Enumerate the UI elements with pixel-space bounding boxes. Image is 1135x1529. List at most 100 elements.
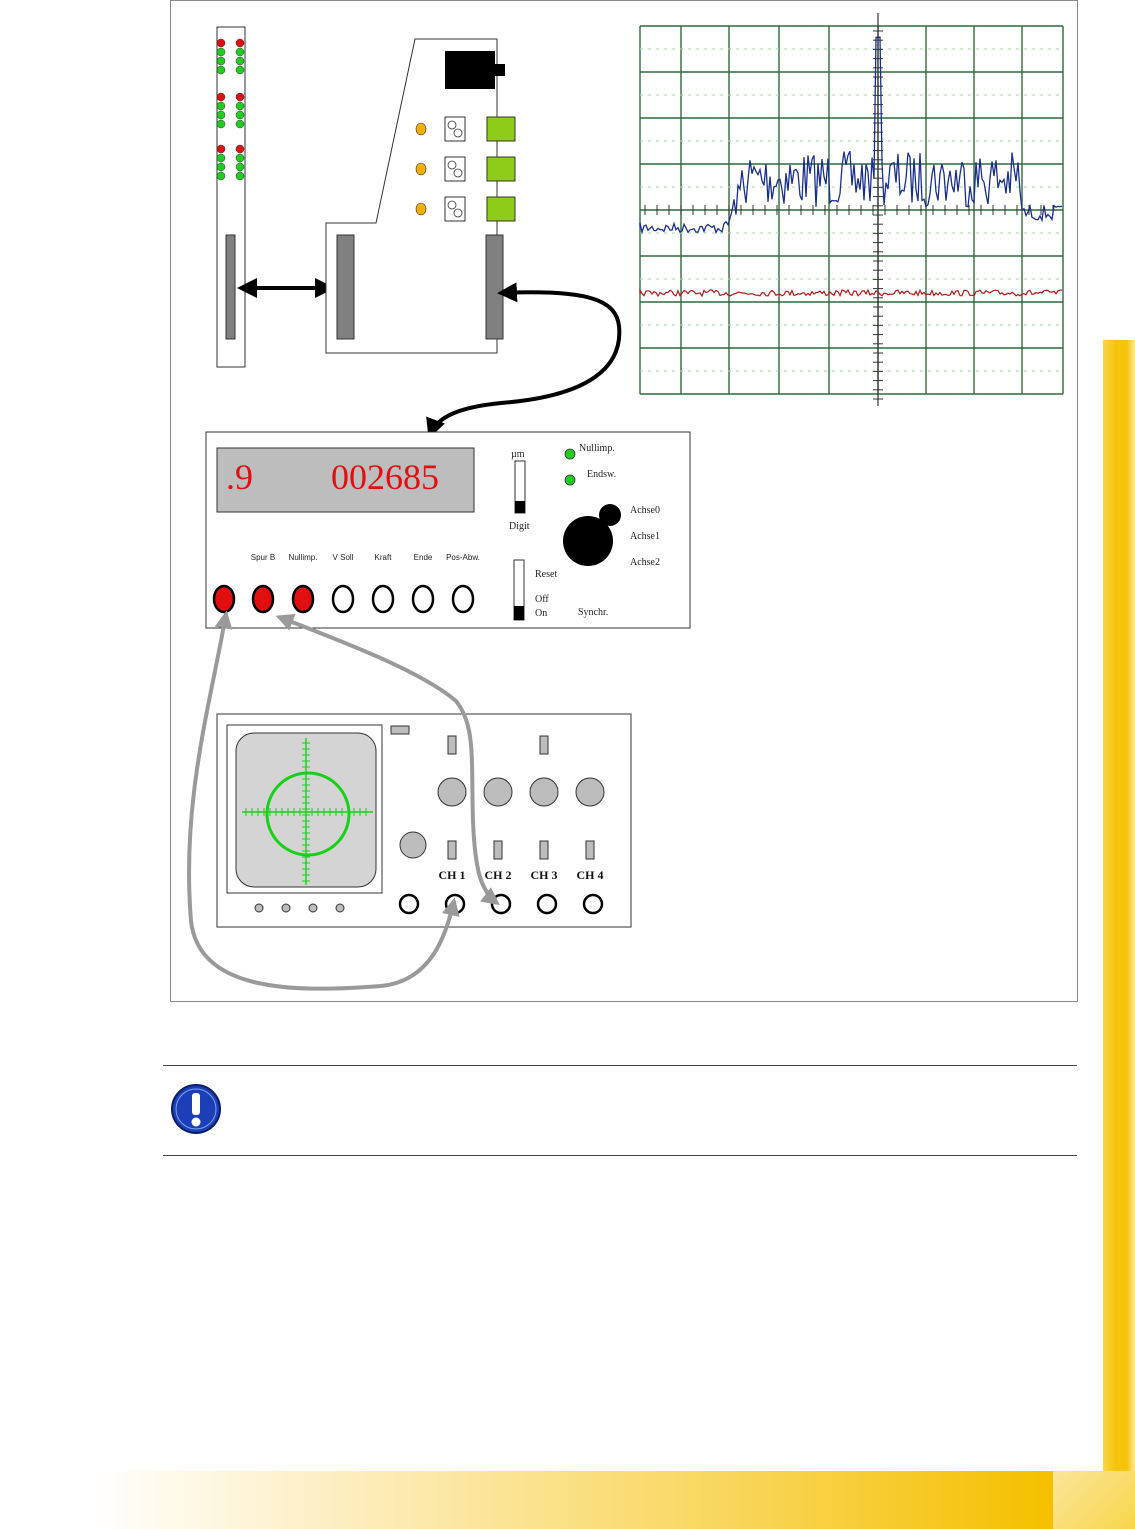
channel-coupling-switch[interactable] bbox=[494, 841, 502, 859]
off-label: Off bbox=[535, 594, 549, 605]
counter-socket[interactable] bbox=[453, 586, 473, 612]
socket-label: Ende bbox=[414, 553, 433, 562]
rack-led bbox=[217, 102, 225, 110]
page-corner-box bbox=[1053, 1471, 1135, 1529]
rack-led bbox=[236, 154, 244, 162]
card-amber-led bbox=[416, 123, 426, 135]
counter-unit: .9 002685 µm Digit Nullimp. Endsw. Achse… bbox=[206, 432, 690, 628]
screen-adjust-knob[interactable] bbox=[309, 904, 317, 912]
card-connector-left bbox=[337, 235, 354, 339]
scope-power-switch[interactable] bbox=[391, 726, 409, 734]
unit-um-label: µm bbox=[511, 449, 525, 460]
rack-led bbox=[217, 111, 225, 119]
unit-digit-label: Digit bbox=[509, 521, 530, 532]
socket-label: Kraft bbox=[375, 553, 393, 562]
rack-led bbox=[217, 145, 225, 153]
endsw-led-label: Endsw. bbox=[587, 469, 616, 480]
channel-input-socket[interactable] bbox=[584, 895, 602, 913]
channel-gain-knob[interactable] bbox=[484, 778, 512, 806]
counter-socket[interactable] bbox=[293, 586, 313, 612]
rack-led bbox=[217, 39, 225, 47]
channel-gain-knob[interactable] bbox=[438, 778, 466, 806]
on-label: On bbox=[535, 608, 547, 619]
screen-adjust-knob[interactable] bbox=[336, 904, 344, 912]
channel-gain-knob[interactable] bbox=[530, 778, 558, 806]
socket-label: Nullimp. bbox=[289, 553, 318, 562]
channel-coupling-switch[interactable] bbox=[586, 841, 594, 859]
rack-led bbox=[236, 39, 244, 47]
rack-led bbox=[217, 66, 225, 74]
axis2-label: Achse2 bbox=[630, 557, 660, 568]
rack-led bbox=[217, 163, 225, 171]
screen-adjust-knob[interactable] bbox=[282, 904, 290, 912]
rack-led bbox=[236, 57, 244, 65]
card-green-terminal bbox=[487, 197, 515, 221]
socket-label: V Soll bbox=[333, 553, 354, 562]
note-divider-top bbox=[163, 1065, 1077, 1066]
axis1-label: Achse1 bbox=[630, 531, 660, 542]
scope-slide-switch[interactable] bbox=[448, 736, 456, 754]
counter-socket[interactable] bbox=[413, 586, 433, 612]
counter-socket[interactable] bbox=[333, 586, 353, 612]
signal-trace-red bbox=[640, 290, 1062, 296]
channel-input-socket[interactable] bbox=[492, 895, 510, 913]
card-amber-led bbox=[416, 203, 426, 215]
card-amber-led bbox=[416, 163, 426, 175]
decorative-side-bar bbox=[1103, 340, 1135, 1475]
rack-led bbox=[236, 66, 244, 74]
channel-input-socket[interactable] bbox=[538, 895, 556, 913]
signal-plot bbox=[640, 13, 1063, 406]
rack-led bbox=[217, 154, 225, 162]
card-dip-switch[interactable] bbox=[445, 197, 465, 221]
signal-trace-blue bbox=[640, 37, 1062, 232]
wiring-diagram: .9 002685 µm Digit Nullimp. Endsw. Achse… bbox=[170, 0, 1078, 1002]
rack-led bbox=[236, 48, 244, 56]
counter-socket[interactable] bbox=[253, 586, 273, 612]
rack-led bbox=[217, 93, 225, 101]
socket-label: Pos-Abw. bbox=[446, 553, 480, 562]
card-green-terminal bbox=[487, 117, 515, 141]
channel-label: CH 3 bbox=[531, 868, 558, 882]
channel-input-socket[interactable] bbox=[400, 895, 418, 913]
dsub-connector bbox=[445, 51, 495, 89]
interface-card bbox=[326, 39, 515, 353]
card-dip-switch[interactable] bbox=[445, 157, 465, 181]
note-divider-bottom bbox=[163, 1155, 1077, 1156]
display-decimal: .9 bbox=[226, 457, 253, 497]
counter-socket[interactable] bbox=[214, 586, 234, 612]
screen-adjust-knob[interactable] bbox=[255, 904, 263, 912]
scope-slide-switch[interactable] bbox=[540, 736, 548, 754]
decorative-footer-bar bbox=[0, 1471, 1135, 1529]
scope-intensity-knob[interactable] bbox=[400, 832, 426, 858]
rack-led bbox=[236, 120, 244, 128]
rack-led bbox=[217, 172, 225, 180]
channel-gain-knob[interactable] bbox=[576, 778, 604, 806]
rack-led bbox=[236, 163, 244, 171]
rack-card bbox=[217, 27, 245, 367]
plot-grid bbox=[640, 13, 1063, 406]
card-dip-switch[interactable] bbox=[445, 117, 465, 141]
channel-label: CH 1 bbox=[439, 868, 466, 882]
rack-led bbox=[236, 111, 244, 119]
counter-socket[interactable] bbox=[373, 586, 393, 612]
nullimp-led-label: Nullimp. bbox=[579, 443, 615, 454]
rack-led bbox=[217, 120, 225, 128]
socket-label: Spur B bbox=[251, 553, 275, 562]
rack-led bbox=[236, 102, 244, 110]
synch-label: Synchr. bbox=[578, 607, 608, 618]
exclamation-icon bbox=[170, 1083, 222, 1135]
rack-led bbox=[236, 93, 244, 101]
channel-coupling-switch[interactable] bbox=[540, 841, 548, 859]
rack-led bbox=[236, 172, 244, 180]
nullimp-led bbox=[565, 449, 575, 459]
display-counter: 002685 bbox=[331, 457, 439, 497]
rack-led bbox=[217, 48, 225, 56]
axis0-label: Achse0 bbox=[630, 505, 660, 516]
rack-led bbox=[217, 57, 225, 65]
endsw-led bbox=[565, 475, 575, 485]
rack-connector bbox=[226, 235, 235, 339]
channel-label: CH 4 bbox=[577, 868, 604, 882]
channel-coupling-switch[interactable] bbox=[448, 841, 456, 859]
reset-label: Reset bbox=[535, 569, 557, 580]
